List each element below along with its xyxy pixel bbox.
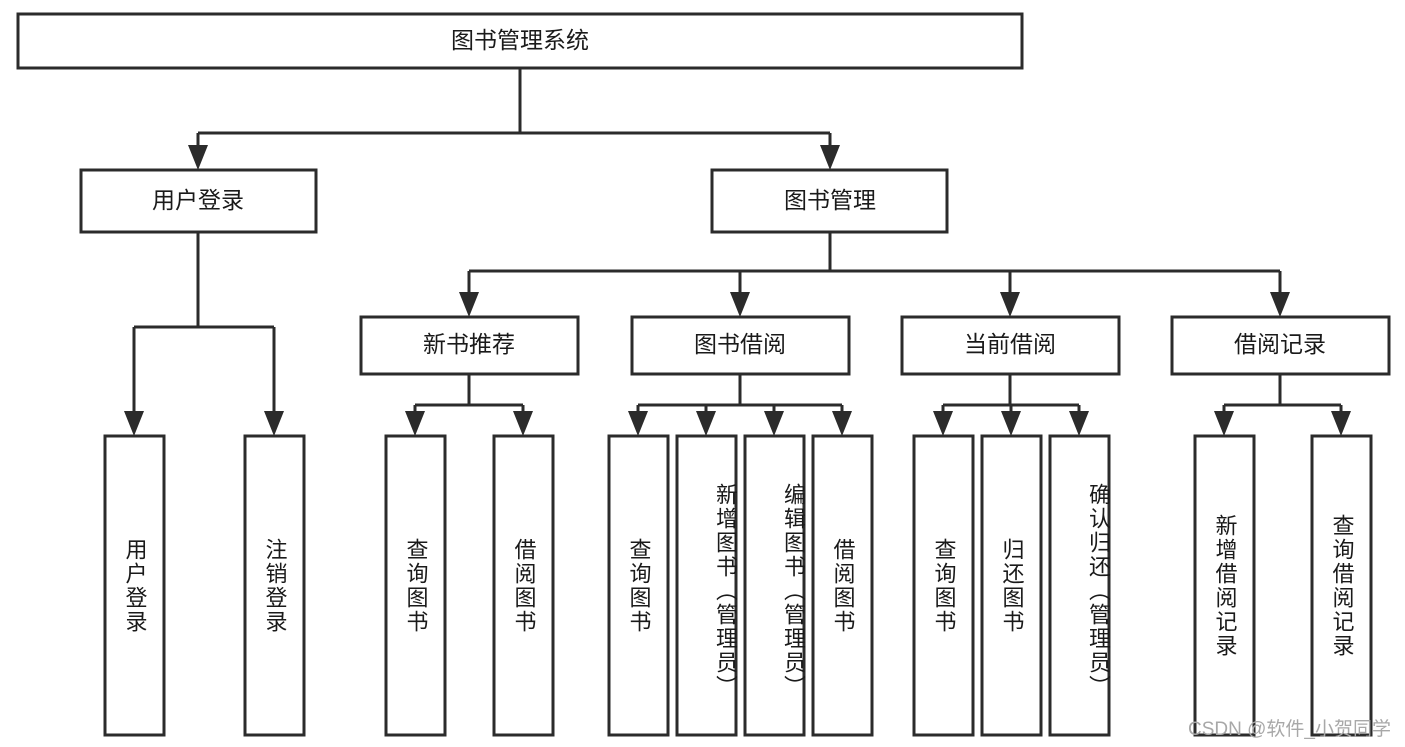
arrow-head-leaf-bookborrow-0 <box>628 411 648 436</box>
connector-group-userlogin <box>124 232 284 436</box>
connector-group-newbook <box>405 374 533 436</box>
arrow-head-leaf-bookborrow-2 <box>764 411 784 436</box>
node-book-management[interactable]: 图书管理 <box>710 168 949 234</box>
leaf-box-bookborrow-1[interactable] <box>675 434 738 737</box>
node-book-management-label: 图书管理 <box>784 187 876 213</box>
watermark-text: CSDN @软件_小贺同学 <box>1188 719 1391 740</box>
node-book-borrow-label: 图书借阅 <box>694 331 786 357</box>
node-book-borrow[interactable]: 图书借阅 <box>630 315 851 376</box>
leaf-boxes <box>103 434 1373 737</box>
node-new-book-recommend-label: 新书推荐 <box>423 331 515 357</box>
node-book-borrow-box[interactable] <box>630 315 851 376</box>
arrow-head-level3-3 <box>1270 292 1290 317</box>
leaf-box-newbook-0[interactable] <box>384 434 447 737</box>
node-root-box[interactable] <box>16 12 1024 70</box>
arrow-head-leaf-borrowrecord-1 <box>1331 411 1351 436</box>
node-borrow-record-box[interactable] <box>1170 315 1391 376</box>
arrow-head-leaf-newbook-1 <box>513 411 533 436</box>
node-new-book-recommend[interactable]: 新书推荐 <box>359 315 580 376</box>
node-book-management-box[interactable] <box>710 168 949 234</box>
arrow-head-leaf-user-login-1 <box>264 411 284 436</box>
leaf-box-bookborrow-0[interactable] <box>607 434 670 737</box>
connector-group-bookmgmt <box>459 232 1290 317</box>
arrow-head-bookmgmt <box>820 145 840 170</box>
leaf-box-newbook-1[interactable] <box>492 434 555 737</box>
arrow-head-level3-1 <box>730 292 750 317</box>
node-root-label: 图书管理系统 <box>451 27 589 53</box>
arrow-head-userlogin <box>188 145 208 170</box>
leaf-box-currentborrow-1[interactable] <box>980 434 1043 737</box>
node-current-borrow[interactable]: 当前借阅 <box>900 315 1121 376</box>
arrow-head-leaf-currentborrow-0 <box>933 411 953 436</box>
arrow-head-leaf-bookborrow-3 <box>832 411 852 436</box>
connector-group-root <box>188 68 840 170</box>
node-borrow-record-label: 借阅记录 <box>1234 331 1326 357</box>
connector-group-currentborrow <box>933 374 1089 436</box>
connector-group-bookborrow <box>628 374 852 436</box>
node-root[interactable]: 图书管理系统 <box>16 12 1024 70</box>
leaf-box-user-login-1[interactable] <box>243 434 306 737</box>
node-borrow-record[interactable]: 借阅记录 <box>1170 315 1391 376</box>
node-user-login-label: 用户登录 <box>152 187 244 213</box>
node-current-borrow-label: 当前借阅 <box>964 331 1056 357</box>
arrow-head-leaf-user-login-0 <box>124 411 144 436</box>
arrow-head-leaf-currentborrow-2 <box>1069 411 1089 436</box>
node-new-book-recommend-box[interactable] <box>359 315 580 376</box>
node-user-login[interactable]: 用户登录 <box>79 168 318 234</box>
arrow-head-leaf-bookborrow-1 <box>696 411 716 436</box>
leaf-box-borrowrecord-1[interactable] <box>1310 434 1373 737</box>
arrow-head-level3-2 <box>1000 292 1020 317</box>
connector-group-borrowrecord <box>1214 374 1351 436</box>
leaf-box-borrowrecord-0[interactable] <box>1193 434 1256 737</box>
leaf-box-user-login-0[interactable] <box>103 434 166 737</box>
arrow-head-leaf-currentborrow-1 <box>1001 411 1021 436</box>
node-user-login-box[interactable] <box>79 168 318 234</box>
node-current-borrow-box[interactable] <box>900 315 1121 376</box>
arrow-head-leaf-borrowrecord-0 <box>1214 411 1234 436</box>
leaf-box-bookborrow-2[interactable] <box>743 434 806 737</box>
leaf-box-bookborrow-3[interactable] <box>811 434 874 737</box>
leaf-box-currentborrow-2[interactable] <box>1048 434 1111 737</box>
leaf-box-currentborrow-0[interactable] <box>912 434 975 737</box>
arrow-head-level3-0 <box>459 292 479 317</box>
arrow-head-leaf-newbook-0 <box>405 411 425 436</box>
